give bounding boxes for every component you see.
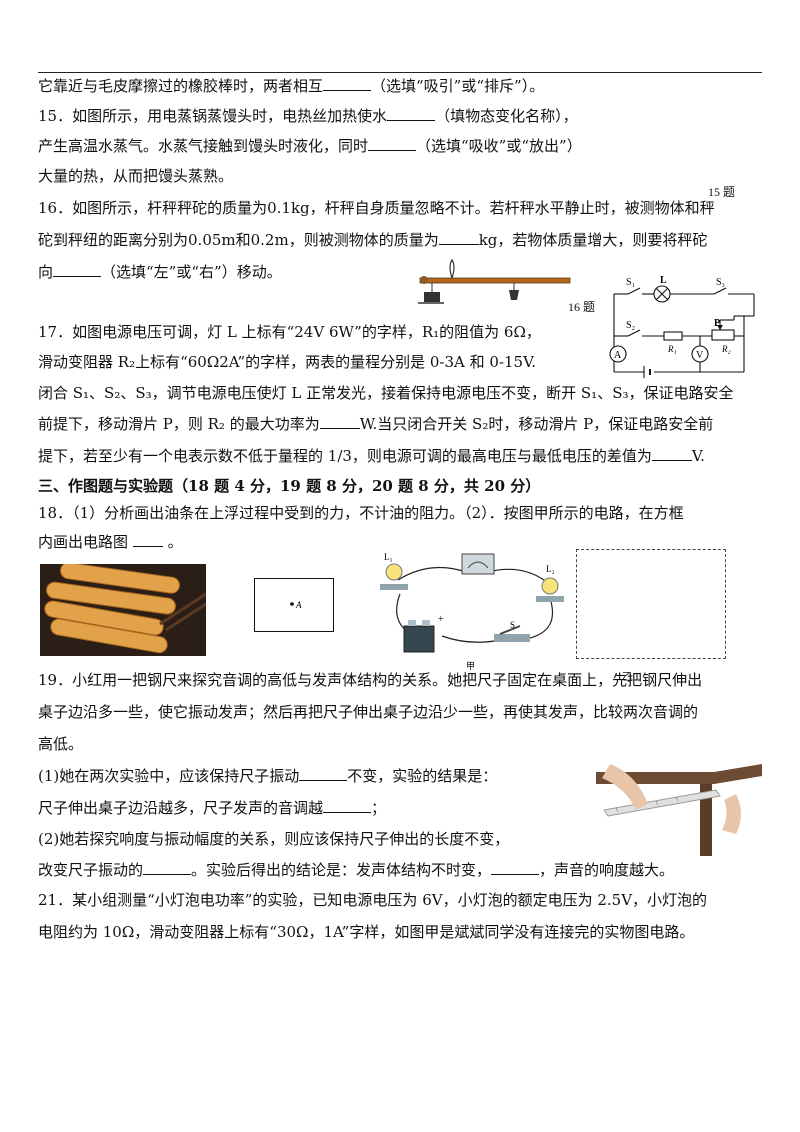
text: 19．小红用一把钢尺来探究音调的高低与发声体结构的关系。她把尺子固定在桌面上，先… (38, 671, 703, 689)
r1-label: R₁ (667, 344, 677, 354)
l1-label: L₁ (384, 552, 393, 562)
force-diagram-box: A (254, 578, 334, 632)
answer-blank[interactable] (323, 798, 372, 813)
text: 15．如图所示，用电蒸锅蒸馒头时，电热丝加热使水 (38, 107, 388, 125)
q19-line-6: (2)她若探究响度与振动幅度的关系，则应该保持尺子伸出的长度不变， (38, 829, 509, 849)
p-label: P (714, 318, 720, 329)
q14-line: 它靠近与毛皮摩擦过的橡胶棒时，两者相互 （选填“吸引”或“排斥”）。 (38, 76, 544, 96)
text: 。实验后得出的结论是：发声体结构不时变， (191, 861, 492, 879)
q15-line-3: 大量的热，从而把馒头蒸熟。 (38, 166, 233, 186)
text: (2)她若探究响度与振动幅度的关系，则应该保持尺子伸出的长度不变， (38, 830, 510, 848)
q19-line-2: 桌子边沿多一些，使它振动发声；然后再把尺子伸出桌子边沿少一些，再使其发声，比较两… (38, 702, 698, 722)
text: 大量的热，从而把馒头蒸熟。 (38, 167, 234, 185)
s1-label: S₁ (626, 277, 635, 288)
top-rule (38, 72, 762, 73)
answer-blank[interactable] (53, 262, 102, 277)
plus-label: + (438, 614, 444, 625)
q16-line-2: 砣到秤纽的距离分别为0.05m和0.2m，则被测物体的质量为 kg，若物体质量增大… (38, 230, 707, 250)
q16-line-3: 向 （选填“左”或“右”）移动。 (38, 262, 282, 282)
s3-label: S₃ (716, 277, 725, 288)
q17-line-5: 提下，若至少有一个电表示数不低于量程的 1/3，则电源可调的最高电压与最低电压的… (38, 446, 705, 466)
point-a-label: A (295, 600, 302, 610)
q19-line-5: 尺子伸出桌子边沿越多，尺子发声的音调越 ； (38, 798, 386, 818)
answer-blank[interactable] (323, 76, 372, 91)
text: 滑动变阻器 R₂上标有“60Ω2A”的字样，两表的量程分别是 0-3A 和 0-… (38, 353, 537, 371)
q18-line-1: 18．（1）分析画出油条在上浮过程中受到的力，不计油的阻力。（2）．按图甲所示的… (38, 503, 684, 523)
q17-line-1: 17．如图电源电压可调，灯 L 上标有“24V 6W”的字样，R₁的阻值为 6Ω… (38, 322, 541, 342)
answer-blank[interactable] (143, 860, 192, 875)
ruler-table-photo (596, 764, 762, 856)
q15-line-1: 15．如图所示，用电蒸锅蒸馒头时，电热丝加热使水 （填物态变化名称）， (38, 106, 578, 126)
physical-circuit-figure: L₁ L₂ + S 甲 (380, 552, 564, 670)
fig16-label: 16 题 (568, 300, 596, 314)
text: 尺子伸出桌子边沿越多，尺子发声的音调越 (38, 799, 324, 817)
text: 电阻约为 10Ω，滑动变阻器上标有“30Ω，1A”字样，如图甲是斌斌同学没有连接… (38, 923, 695, 941)
q17-line-3: 闭合 S₁、S₂、S₃，调节电源电压使灯 L 正常发光，接着保持电源电压不变，断… (38, 383, 733, 403)
q19-line-7: 改变尺子振动的 。实验后得出的结论是：发声体结构不时变， ，声音的响度越大。 (38, 860, 674, 880)
answer-blank[interactable] (132, 532, 163, 547)
text: V. (691, 447, 705, 465)
q19-line-1: 19．小红用一把钢尺来探究音调的高低与发声体结构的关系。她把尺子固定在桌面上，先… (38, 670, 702, 690)
switch-label: S (510, 620, 515, 630)
text: 向 (38, 263, 54, 281)
circuit-drawing-box[interactable] (576, 549, 726, 659)
text: W.当只闭合开关 S₂时，移动滑片 P，保证电路安全前 (359, 415, 714, 433)
q15-line-2: 产生高温水蒸气。水蒸气接触到馒头时液化，同时 （选填“吸收”或“放出”） (38, 136, 582, 156)
text: 18．（1）分析画出油条在上浮过程中受到的力，不计油的阻力。（2）．按图甲所示的… (38, 504, 684, 522)
answer-blank[interactable] (491, 860, 540, 875)
text: 内画出电路图 (38, 533, 129, 551)
text: 。 (167, 533, 183, 551)
text: kg，若物体质量增大，则要将秤砣 (478, 231, 708, 249)
ammeter-label: A (614, 350, 622, 361)
answer-blank[interactable] (299, 766, 348, 781)
text: (1)她在两次实验中，应该保持尺子振动 (38, 767, 300, 785)
jia-label: 甲 (466, 661, 475, 670)
q17-line-2: 滑动变阻器 R₂上标有“60Ω2A”的字样，两表的量程分别是 0-3A 和 0-… (38, 352, 536, 372)
q16-line-1: 16．如图所示，杆秤秤砣的质量为0.1kg，杆秤自身质量忽略不计。若杆秤水平静止… (38, 198, 715, 218)
answer-blank[interactable] (438, 230, 479, 245)
section-3-title: 三、作图题与实验题（18 题 4 分，19 题 8 分，20 题 8 分，共 2… (38, 477, 541, 495)
l2-label: L₂ (546, 564, 555, 574)
answer-blank[interactable] (387, 106, 436, 121)
text: 21．某小组测量“小灯泡电功率”的实验，已知电源电压为 6V，小灯泡的额定电压为… (38, 891, 708, 909)
text: 16．如图所示，杆秤秤砣的质量为0.1kg，杆秤自身质量忽略不计。若杆秤水平静止… (38, 199, 715, 217)
text: ； (371, 799, 387, 817)
fried-dough-photo (40, 564, 206, 656)
q17-line-4: 前提下，移动滑片 P，则 R₂ 的最大功率为 W.当只闭合开关 S₂时，移动滑片 … (38, 414, 713, 434)
text: 桌子边沿多一些，使它振动发声；然后再把尺子伸出桌子边沿少一些，再使其发声，比较两… (38, 703, 699, 721)
text: 高低。 (38, 735, 84, 753)
answer-blank[interactable] (319, 414, 360, 429)
text: （选填“左”或“右”）移动。 (101, 263, 282, 281)
answer-blank[interactable] (651, 446, 692, 461)
text: 砣到秤纽的距离分别为0.05m和0.2m，则被测物体的质量为 (38, 231, 439, 249)
text: （填物态变化名称）， (435, 107, 578, 125)
text: 17．如图电源电压可调，灯 L 上标有“24V 6W”的字样，R₁的阻值为 6Ω… (38, 323, 541, 341)
text: 不变，实验的结果是： (347, 767, 498, 785)
q21-line-2: 电阻约为 10Ω，滑动变阻器上标有“30Ω，1A”字样，如图甲是斌斌同学没有连接… (38, 922, 694, 942)
text: 提下，若至少有一个电表示数不低于量程的 1/3，则电源可调的最高电压与最低电压的… (38, 447, 652, 465)
q21-line-1: 21．某小组测量“小灯泡电功率”的实验，已知电源电压为 6V，小灯泡的额定电压为… (38, 890, 707, 910)
q19-line-3: 高低。 (38, 734, 83, 754)
voltmeter-label: V (696, 350, 704, 361)
text: （选填“吸引”或“排斥”）。 (371, 77, 545, 95)
steelyard-figure (418, 258, 571, 304)
q19-line-4: (1)她在两次实验中，应该保持尺子振动 不变，实验的结果是： (38, 766, 497, 786)
lamp-label: L (660, 276, 667, 286)
fig15-label: 15 题 (708, 185, 736, 199)
q17-circuit-diagram: S₁ L S₃ S₂ P R₁ R₂ A V (609, 276, 755, 378)
q18-line-2: 内画出电路图 。 (38, 532, 183, 552)
text: 它靠近与毛皮摩擦过的橡胶棒时，两者相互 (38, 77, 324, 95)
text: 闭合 S₁、S₂、S₃，调节电源电压使灯 L 正常发光，接着保持电源电压不变，断… (38, 384, 734, 402)
text: 前提下，移动滑片 P，则 R₂ 的最大功率为 (38, 415, 320, 433)
text: 产生高温水蒸气。水蒸气接触到馒头时液化，同时 (38, 137, 369, 155)
r2-label: R₂ (721, 344, 731, 354)
text: ，声音的响度越大。 (539, 861, 675, 879)
answer-blank[interactable] (368, 136, 417, 151)
text: 改变尺子振动的 (38, 861, 144, 879)
yi-label: 乙 (622, 672, 632, 683)
text: （选填“吸收”或“放出”） (416, 137, 582, 155)
s2-label: S₂ (626, 320, 635, 331)
